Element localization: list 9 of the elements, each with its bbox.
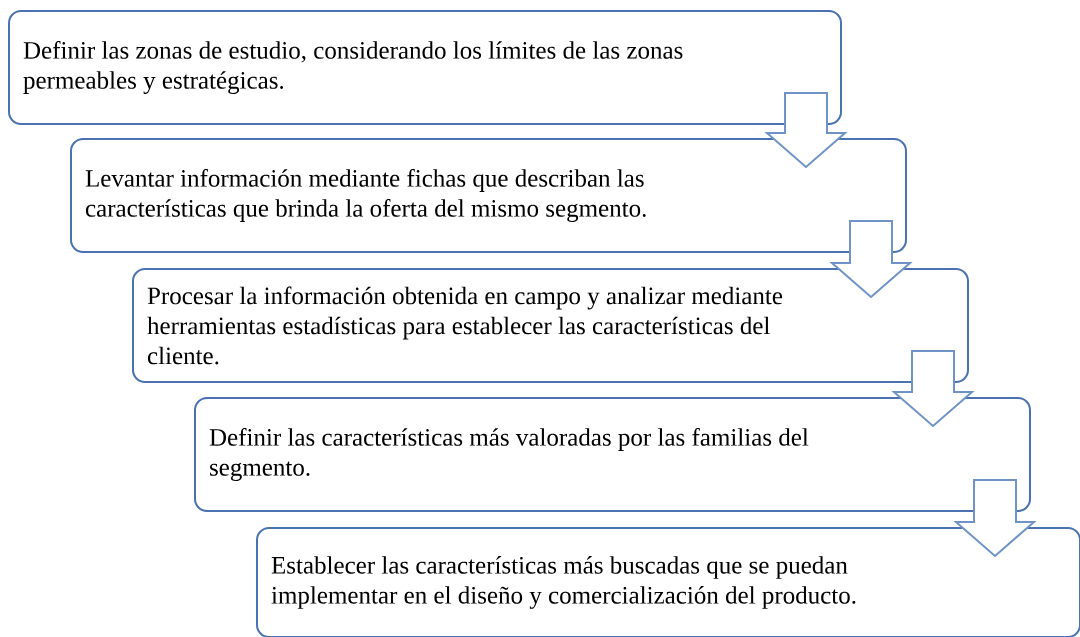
process-box: Definir las características más valoradas por las familias del segmento. [194,397,1031,512]
process-box: Definir las zonas de estudio, considerando los límites de las zonas permeables y estratégicas. [8,10,842,125]
process-box: Establecer las características más buscadas que se puedan implementar en el diseño y comercialización del producto. [256,527,1080,637]
block-arrow [829,220,913,299]
block-arrow [953,479,1037,558]
block-arrow [891,350,975,428]
block-arrow [764,92,848,169]
process-box: Levantar información mediante fichas que describan las características que brinda la oferta del mismo segmento. [70,138,907,253]
process-box: Procesar la información obtenida en campo y analizar mediante herramientas estadísticas para establecer las características del cliente. [132,268,969,383]
